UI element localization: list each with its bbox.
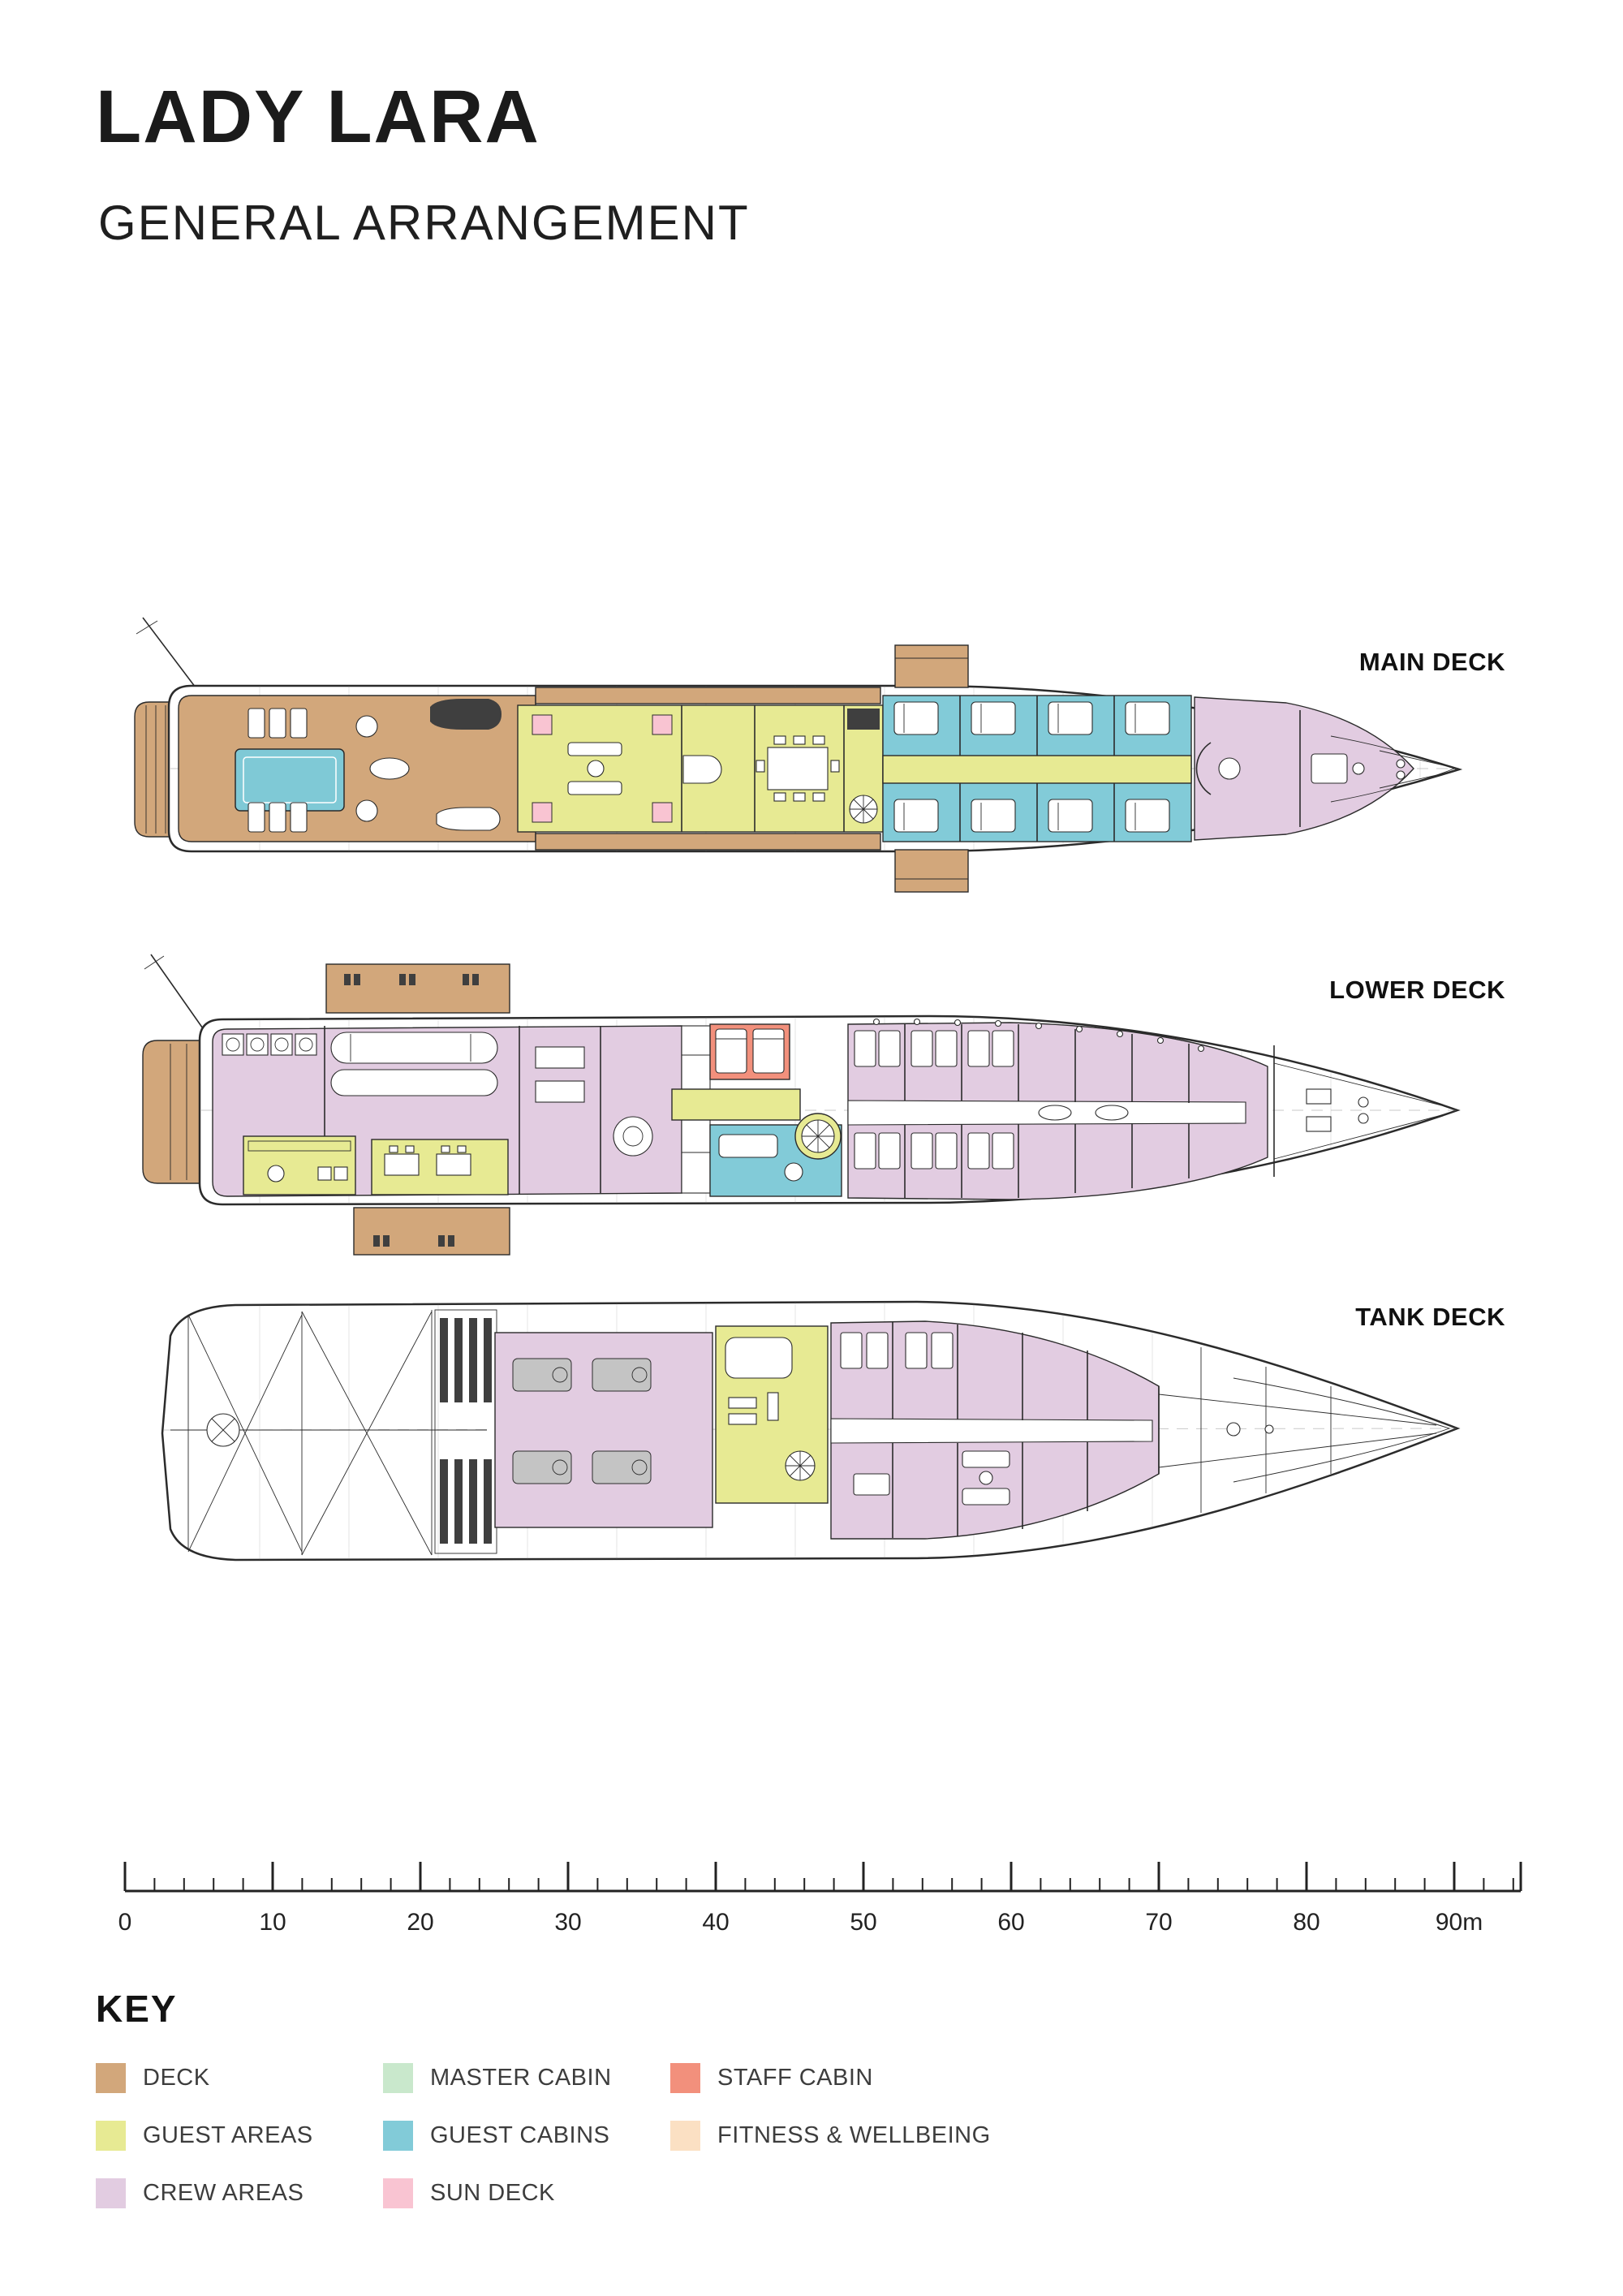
rescue-boat (436, 807, 501, 831)
legend-swatch-staff-cabin (670, 2063, 700, 2093)
spiral-staircase (785, 1450, 816, 1481)
crew-lounge (962, 1450, 1010, 1506)
legend-swatch-guest-areas (96, 2121, 126, 2151)
cabin-corridor (882, 755, 1192, 784)
legend-label-sun-deck: SUN DECK (430, 2180, 555, 2206)
legend-label-guest-areas: GUEST AREAS (143, 2122, 313, 2148)
scale-tick-label: 90m (1435, 1909, 1483, 1936)
stored-tender (330, 1032, 498, 1064)
crew-corridor (830, 1418, 1153, 1444)
stern-truss (170, 1310, 487, 1556)
spiral-staircase (849, 795, 878, 824)
legend-label-fitness-wellbeing: FITNESS & WELLBEING (717, 2122, 991, 2148)
fold-down-balcony-bottom (894, 849, 969, 893)
pool (235, 748, 345, 812)
tender-boat (430, 699, 502, 730)
legend-swatch-guest-cabins (383, 2121, 413, 2151)
scale-ruler (123, 1862, 1522, 1893)
main-deck-plan (134, 617, 1463, 893)
page-title: LADY LARA (96, 75, 540, 158)
galley (243, 1135, 356, 1195)
scale-tick-label: 40 (702, 1909, 730, 1936)
ship-wheel (1352, 762, 1365, 775)
legend-swatch-fitness-wellbeing (670, 2121, 700, 2151)
scale-tick-label: 30 (554, 1909, 582, 1936)
gym-sofa (725, 1337, 793, 1379)
legend-swatch-master-cabin (383, 2063, 413, 2093)
legend-swatch-deck (96, 2063, 126, 2093)
sun-loungers (248, 708, 308, 833)
stern-mast (136, 617, 204, 698)
crew-beds (840, 1332, 954, 1496)
scale-tick-label: 0 (118, 1909, 132, 1936)
grand-piano (682, 755, 722, 784)
crew-bunks (854, 1030, 1014, 1170)
swim-platform (134, 701, 173, 838)
bow-gear (1330, 735, 1456, 803)
legend-heading: KEY (96, 1988, 178, 2030)
lower-deck-plan (142, 954, 1461, 1256)
legend-label-guest-cabins: GUEST CABINS (430, 2122, 610, 2148)
funnel-casing (847, 709, 880, 730)
machinery-banks (440, 1318, 492, 1544)
legend-label-staff-cabin: STAFF CABIN (717, 2065, 873, 2091)
stern-platform (142, 1040, 205, 1184)
machinery-hatch (613, 1116, 653, 1157)
laundry-machines (222, 1033, 317, 1056)
lower-corridor (671, 1088, 801, 1121)
side-deck-bottom (535, 833, 881, 851)
page-subtitle: GENERAL ARRANGEMENT (98, 196, 750, 250)
legend-label-master-cabin: MASTER CABIN (430, 2065, 612, 2091)
scale-tick-label: 20 (407, 1909, 434, 1936)
bow-compartments (1158, 1347, 1451, 1513)
deck-table (355, 715, 378, 738)
side-deck-top (535, 687, 881, 704)
bow-thruster (206, 1413, 240, 1447)
tank-deck-plan (161, 1300, 1461, 1562)
stored-tender (330, 1069, 498, 1096)
legend-label-deck: DECK (143, 2065, 210, 2091)
helm-console (1311, 753, 1348, 784)
scale-tick-label: 80 (1293, 1909, 1320, 1936)
deck-label-lower-deck: LOWER DECK (1329, 976, 1505, 1004)
scale-tick-label: 10 (259, 1909, 286, 1936)
legend-swatch-crew-areas (96, 2178, 126, 2208)
deck-table (355, 799, 378, 822)
guest-beds (893, 701, 1170, 833)
crew-wheelhouse-area (1194, 696, 1414, 841)
legend-swatch-sun-deck (383, 2178, 413, 2208)
deck-label-main-deck: MAIN DECK (1358, 648, 1505, 676)
portholes (872, 1018, 1205, 1053)
stern-mast (144, 954, 205, 1032)
shell-door-bottom (353, 1207, 510, 1256)
generators (512, 1358, 652, 1484)
spiral-staircase (794, 1113, 842, 1160)
aft-dining-table (369, 757, 410, 780)
deck-label-tank-deck: TANK DECK (1355, 1303, 1505, 1331)
dining-table (767, 747, 829, 790)
forepeak (1273, 1045, 1455, 1177)
scale-tick-label: 50 (850, 1909, 877, 1936)
legend-label-crew-areas: CREW AREAS (143, 2180, 304, 2206)
fold-down-balcony-top (894, 644, 969, 688)
scale-tick-label: 70 (1145, 1909, 1173, 1936)
scale-tick-label: 60 (997, 1909, 1025, 1936)
shell-door-top (325, 963, 510, 1014)
